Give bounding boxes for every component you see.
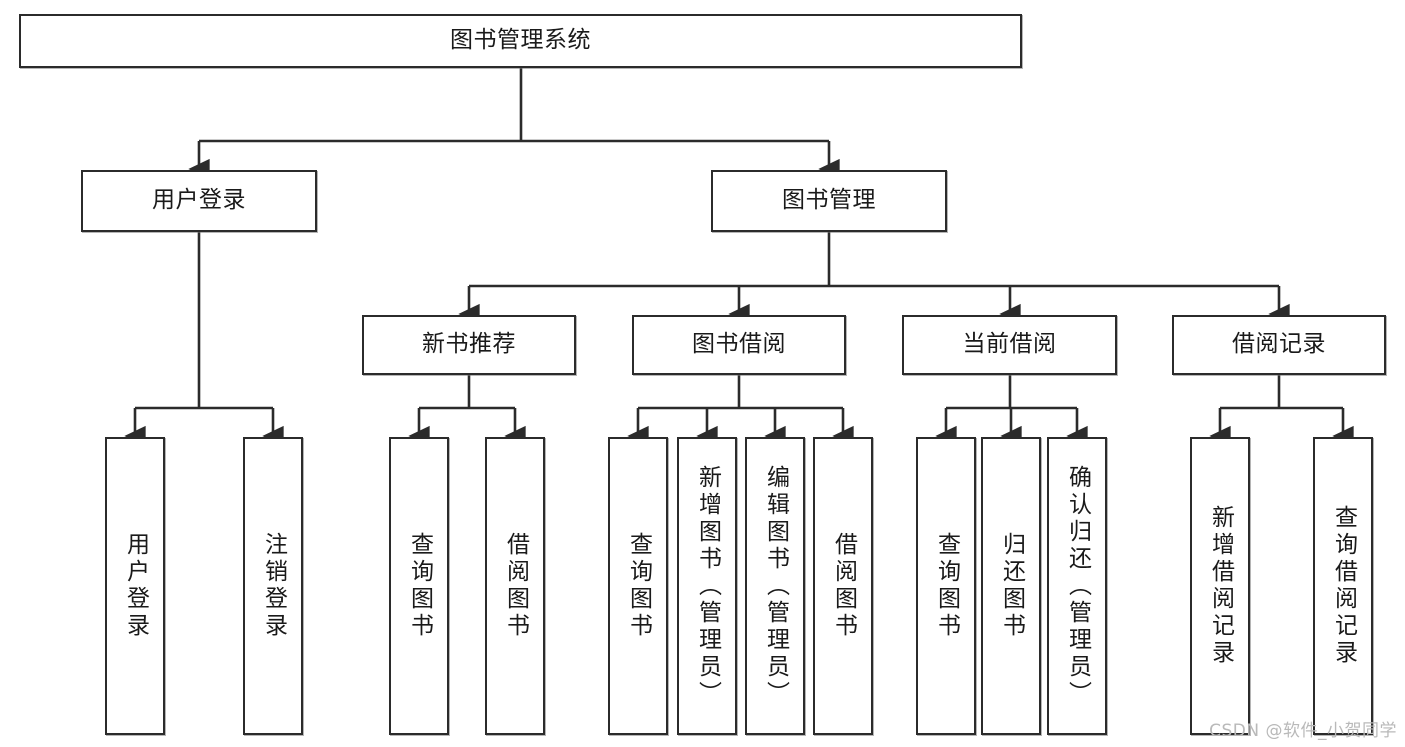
node-user-login[interactable]: 用户登录: [81, 170, 317, 232]
node-new-book-recommend[interactable]: 新书推荐: [362, 315, 576, 375]
leaf-record-add-label: 新增借阅记录: [1207, 505, 1234, 667]
node-root-label: 图书管理系统: [450, 27, 591, 54]
node-borrow-record[interactable]: 借阅记录: [1172, 315, 1386, 375]
leaf-current-query-book-label: 查询图书: [933, 532, 960, 640]
leaf-record-add[interactable]: 新增借阅记录: [1190, 437, 1250, 735]
leaf-borrow-add-book-label: 新增图书（管理员）: [694, 464, 721, 708]
leaf-logout-label: 注销登录: [260, 532, 287, 640]
leaf-current-confirm-return-label: 确认归还（管理员）: [1064, 464, 1091, 708]
leaf-current-query-book[interactable]: 查询图书: [916, 437, 976, 735]
leaf-user-login-label: 用户登录: [122, 532, 149, 640]
node-current-borrow[interactable]: 当前借阅: [902, 315, 1117, 375]
leaf-borrow-borrow-book-label: 借阅图书: [830, 532, 857, 640]
csdn-watermark: CSDN @软件_小贺同学: [1209, 721, 1397, 741]
leaf-recommend-query-book-label: 查询图书: [406, 532, 433, 640]
node-root[interactable]: 图书管理系统: [19, 14, 1022, 68]
node-book-manage-label: 图书管理: [782, 187, 876, 214]
leaf-record-query[interactable]: 查询借阅记录: [1313, 437, 1373, 735]
node-current-borrow-label: 当前借阅: [962, 331, 1057, 358]
node-book-borrow-label: 图书借阅: [692, 331, 786, 358]
leaf-recommend-query-book[interactable]: 查询图书: [389, 437, 449, 735]
leaf-borrow-query-book-label: 查询图书: [625, 532, 652, 640]
leaf-user-login[interactable]: 用户登录: [105, 437, 165, 735]
leaf-record-query-label: 查询借阅记录: [1330, 505, 1357, 667]
node-user-login-label: 用户登录: [152, 187, 246, 214]
node-new-book-recommend-label: 新书推荐: [422, 331, 516, 358]
leaf-current-return-book-label: 归还图书: [998, 532, 1025, 640]
leaf-borrow-edit-book[interactable]: 编辑图书（管理员）: [745, 437, 805, 735]
leaf-borrow-add-book[interactable]: 新增图书（管理员）: [677, 437, 737, 735]
node-book-borrow[interactable]: 图书借阅: [632, 315, 846, 375]
leaf-current-return-book[interactable]: 归还图书: [981, 437, 1041, 735]
node-book-manage[interactable]: 图书管理: [711, 170, 947, 232]
leaf-borrow-borrow-book[interactable]: 借阅图书: [813, 437, 873, 735]
leaf-logout[interactable]: 注销登录: [243, 437, 303, 735]
leaf-borrow-query-book[interactable]: 查询图书: [608, 437, 668, 735]
node-borrow-record-label: 借阅记录: [1232, 331, 1326, 358]
leaf-recommend-borrow-book-label: 借阅图书: [502, 532, 529, 640]
leaf-recommend-borrow-book[interactable]: 借阅图书: [485, 437, 545, 735]
leaf-current-confirm-return[interactable]: 确认归还（管理员）: [1047, 437, 1107, 735]
leaf-borrow-edit-book-label: 编辑图书（管理员）: [762, 464, 789, 708]
